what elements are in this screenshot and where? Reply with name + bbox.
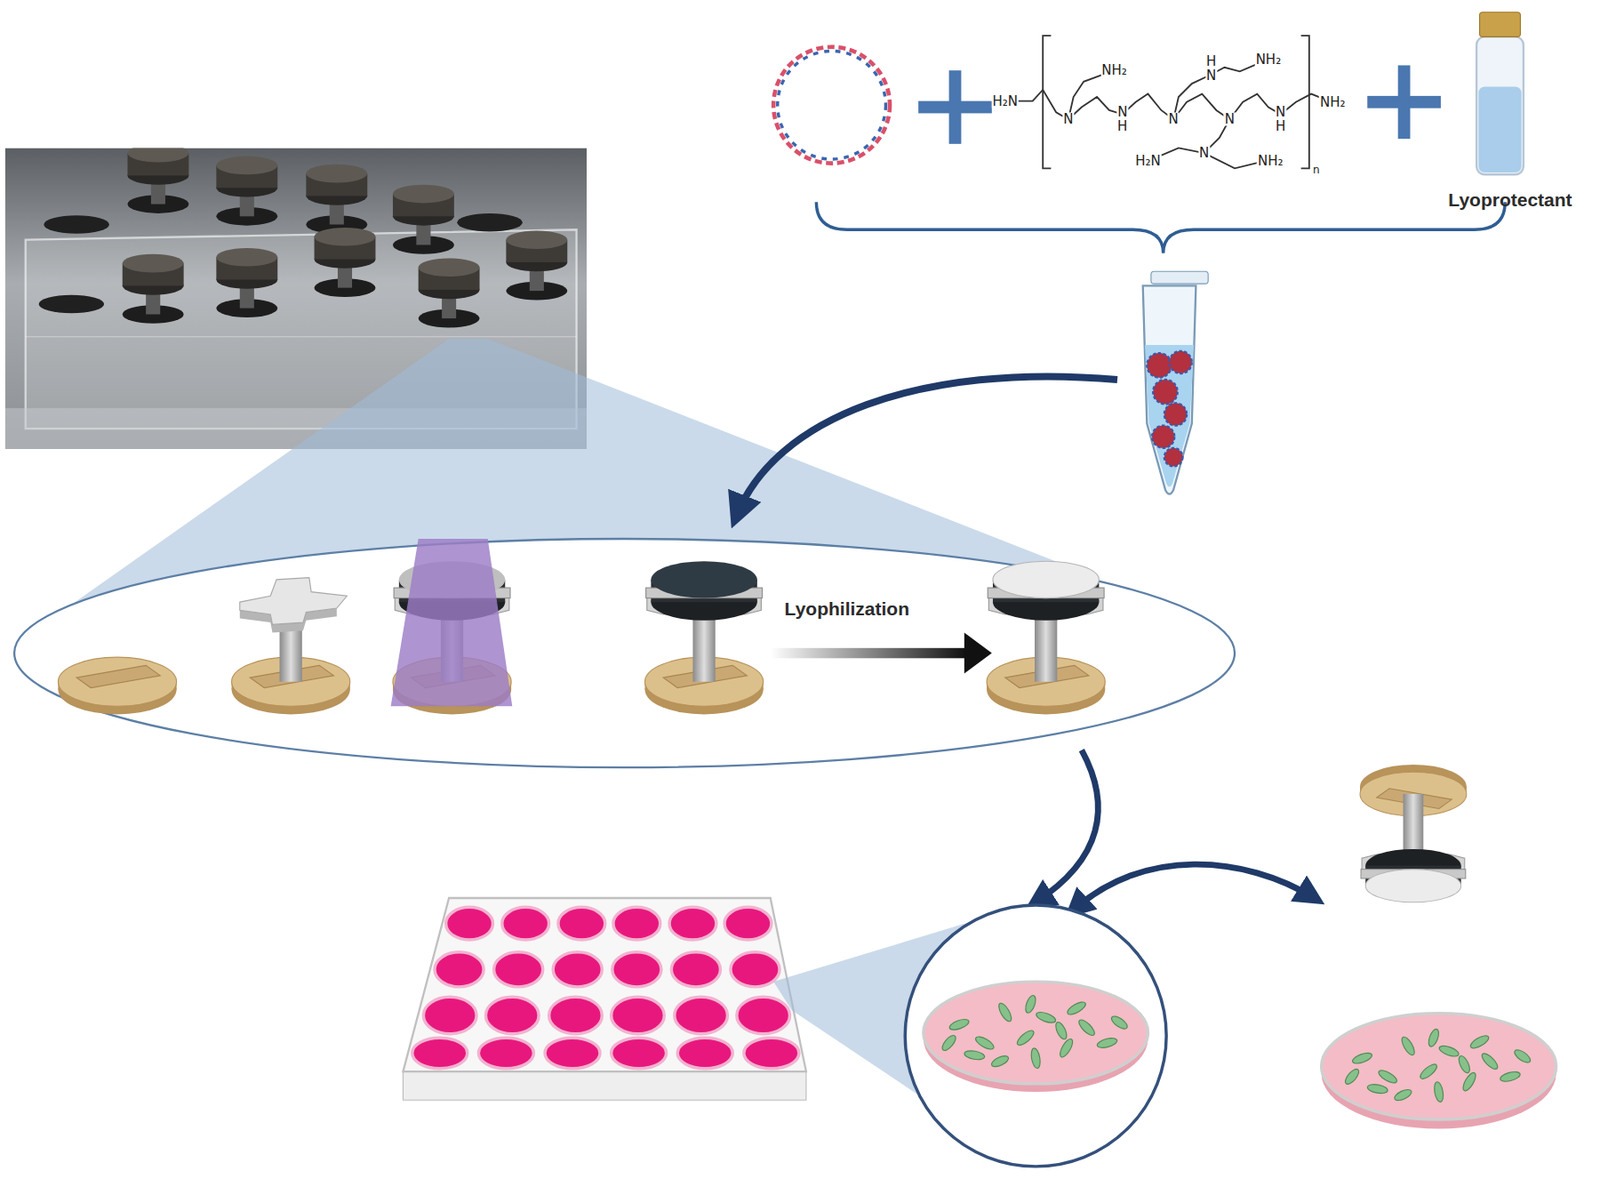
atom-label: NH₂ [1100, 64, 1128, 78]
holder-inverted [1360, 764, 1467, 903]
curved-arrow [736, 376, 1118, 515]
caption-label: Lyoprotectant [1448, 189, 1572, 208]
double-arrow [1073, 864, 1315, 911]
atom-label: H₂N [991, 94, 1019, 108]
atom-label: N [1198, 146, 1210, 160]
tube [1143, 271, 1208, 494]
subscript-label: n [1312, 164, 1321, 176]
curved-arrow [1035, 750, 1098, 903]
atom-label: N [1116, 105, 1128, 120]
brace [816, 201, 1505, 253]
cross-holder [232, 577, 351, 715]
atom-label: N [1168, 112, 1180, 127]
lyophilization-arrow [770, 632, 992, 674]
atom-label: H [1205, 54, 1217, 68]
atom-label: NH₂ [1319, 95, 1347, 109]
plus-sign [918, 64, 1441, 144]
pei-structure [1005, 35, 1332, 168]
holder-wet [645, 560, 764, 714]
atom-label: H [1274, 120, 1287, 134]
atom-label: N [1274, 105, 1287, 120]
atom-label: H [1116, 120, 1128, 134]
atom-label: N [1062, 112, 1074, 127]
caption-label: Lyophilization [784, 599, 911, 618]
well-plate [402, 897, 806, 1100]
atom-label: H₂N [1134, 154, 1162, 168]
vial [1476, 12, 1524, 175]
base-plate [57, 656, 176, 714]
holder-dry [986, 560, 1105, 714]
atom-label: N [1224, 112, 1236, 127]
petri-dish [1321, 1013, 1557, 1129]
zoom-ellipse [14, 538, 1235, 768]
atom-label: NH₂ [1256, 154, 1285, 168]
atom-label: N [1205, 68, 1217, 82]
plasmid [773, 47, 890, 164]
zoom-circle [904, 904, 1167, 1167]
petri-dish [923, 981, 1149, 1092]
purple-holder [391, 538, 513, 714]
atom-label: NH₂ [1255, 52, 1283, 66]
